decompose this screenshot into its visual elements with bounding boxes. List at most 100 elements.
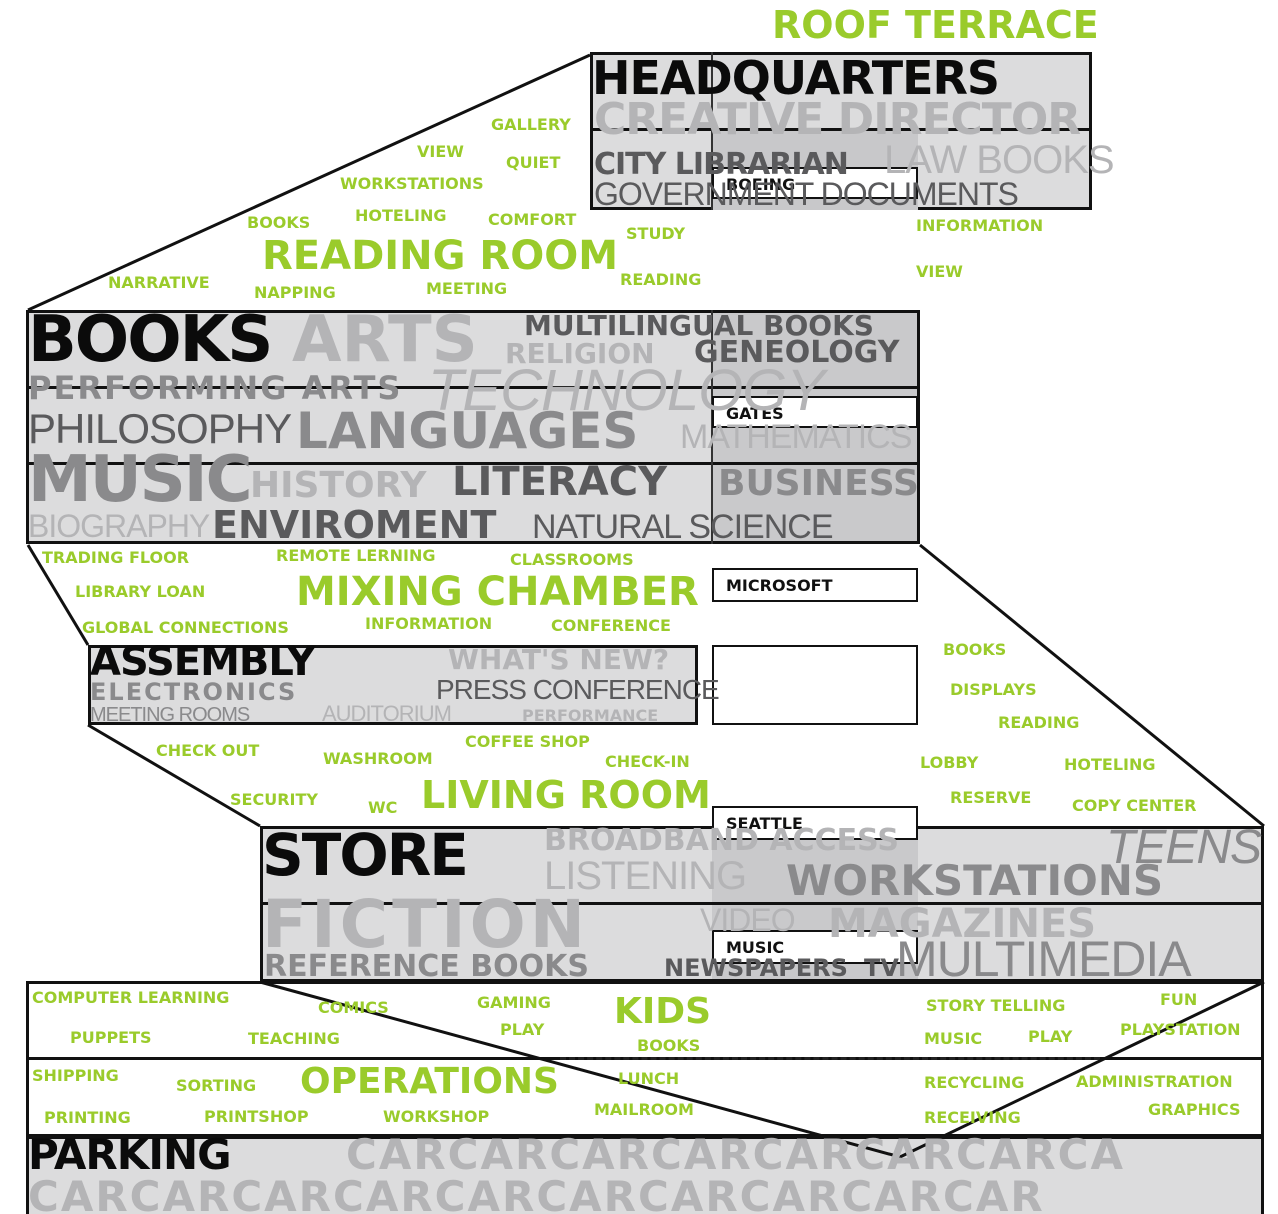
kids-word-0: COMPUTER LEARNING <box>32 988 230 1007</box>
ops-word-4: ADMINISTRATION <box>1076 1072 1233 1091</box>
zone-parking: PARKING <box>28 1130 232 1179</box>
label-seattle: SEATTLE <box>712 806 918 840</box>
ops-word-6: PRINTSHOP <box>204 1107 309 1126</box>
zone-reading-room: READING ROOM <box>262 233 619 279</box>
mix-word-0: TRADING FLOOR <box>42 548 190 567</box>
zone-headquarters: HEADQUARTERS <box>592 51 1000 105</box>
store-word-1: TEENS <box>1106 821 1262 874</box>
kids-word-9: MUSIC <box>924 1029 983 1048</box>
rr-word-6: COMFORT <box>488 210 577 229</box>
ops-word-8: MAILROOM <box>594 1100 694 1119</box>
assembly-word-5: PERFORMANCE <box>522 706 659 725</box>
living-word-9: SECURITY <box>230 790 318 809</box>
living-word-4: WASHROOM <box>323 749 433 768</box>
ops-word-1: SORTING <box>176 1076 257 1095</box>
living-word-0: BOOKS <box>943 640 1007 659</box>
kids-word-5: FUN <box>1160 990 1198 1009</box>
books-word-6: PHILOSOPHY <box>28 405 292 452</box>
rr-word-8: INFORMATION <box>916 216 1044 235</box>
books-word-5: TECHNOLOGY <box>428 358 825 423</box>
mix-word-5: INFORMATION <box>365 614 493 633</box>
books-divider-1 <box>26 386 920 389</box>
hq-word-2: LAW BOOKS <box>884 138 1115 182</box>
living-word-11: RESERVE <box>950 788 1032 807</box>
parking-word-1: CARCARCARCARCARCARCARCARCARCAR <box>28 1172 1045 1214</box>
rr-word-13: VIEW <box>916 262 963 281</box>
store-word-3: WORKSTATIONS <box>786 856 1164 905</box>
store-word-2: LISTENING <box>544 854 747 898</box>
rr-word-10: NAPPING <box>254 283 336 302</box>
assembly-word-1: ELECTRONICS <box>90 678 298 706</box>
living-word-12: COPY CENTER <box>1072 796 1197 815</box>
rr-word-5: HOTELING <box>355 206 447 225</box>
assembly-band <box>88 645 698 725</box>
books-word-4: PERFORMING ARTS <box>28 369 403 407</box>
kids-word-11: PLAYSTATION <box>1120 1020 1241 1039</box>
zone-living-room: LIVING ROOM <box>421 773 711 817</box>
mix-word-6: CONFERENCE <box>551 616 671 635</box>
zone-mixing-chamber: MIXING CHAMBER <box>296 569 699 615</box>
rr-word-12: READING <box>620 270 702 289</box>
rr-word-4: BOOKS <box>247 213 311 232</box>
books-word-14: ENVIROMENT <box>212 503 497 547</box>
living-word-6: CHECK-IN <box>605 752 690 771</box>
ops-word-5: PRINTING <box>44 1108 131 1127</box>
living-word-2: READING <box>998 713 1080 732</box>
books-word-1: MULTILINGUAL BOOKS <box>524 309 874 342</box>
assembly-word-4: AUDITORIUM <box>322 701 452 726</box>
zone-books: BOOKS <box>28 303 273 377</box>
books-divider-2 <box>26 462 920 465</box>
books-word-13: BIOGRAPHY <box>28 508 210 544</box>
store-word-6: MAGAZINES <box>828 901 1097 947</box>
label-music: MUSIC <box>712 930 918 964</box>
store-word-7: REFERENCE BOOKS <box>264 949 589 984</box>
books-word-9: MUSIC <box>28 443 253 517</box>
rr-word-0: GALLERY <box>491 115 571 134</box>
books-word-11: LITERACY <box>452 459 668 505</box>
living-word-3: CHECK OUT <box>156 741 260 760</box>
store-word-4: FICTION <box>262 886 589 963</box>
rr-word-9: NARRATIVE <box>108 273 210 292</box>
books-word-8: MATHEMATICS <box>680 418 912 456</box>
rr-word-11: MEETING <box>426 279 508 298</box>
hq-word-0: CREATIVE DIRECTOR <box>594 94 1081 145</box>
books-word-2: RELIGION <box>505 337 655 370</box>
books-word-0: ARTS <box>292 303 478 377</box>
ops-word-7: WORKSHOP <box>383 1107 490 1126</box>
mix-word-4: GLOBAL CONNECTIONS <box>82 618 289 637</box>
parking-word-0: CARCARCARCARCARCARCARCA <box>346 1130 1126 1179</box>
kids-dashed-line <box>560 1057 1100 1060</box>
label-microsoft: MICROSOFT <box>712 568 918 602</box>
books-word-10: HISTORY <box>250 465 427 506</box>
ops-word-2: LUNCH <box>618 1069 680 1088</box>
kids-word-10: PLAY <box>1028 1027 1073 1046</box>
rr-word-1: VIEW <box>417 142 464 161</box>
label-boeing: BOEING <box>712 167 918 199</box>
store-word-10: MULTIMEDIA <box>896 931 1192 987</box>
mix-word-2: CLASSROOMS <box>510 550 634 569</box>
rr-word-7: STUDY <box>626 224 686 243</box>
store-word-9: TV <box>864 954 899 982</box>
assembly-word-0: WHAT'S NEW? <box>448 643 670 676</box>
label-gates: GATES <box>712 396 918 428</box>
kids-word-3: PLAY <box>500 1020 545 1039</box>
zone-kids: KIDS <box>614 991 712 1032</box>
hq-divider <box>590 128 1092 131</box>
living-word-8: HOTELING <box>1064 755 1156 774</box>
living-word-10: WC <box>368 798 398 817</box>
living-word-5: COFFEE SHOP <box>465 732 590 751</box>
zone-assembly: ASSEMBLY <box>90 639 316 685</box>
core-line-hq <box>711 52 713 210</box>
books-word-7: LANGUAGES <box>296 402 639 460</box>
label-blank <box>712 645 918 725</box>
ops-word-9: RECEIVING <box>924 1108 1021 1127</box>
kids-word-7: TEACHING <box>248 1029 340 1048</box>
kids-word-4: STORY TELLING <box>926 996 1066 1015</box>
zone-operations: OPERATIONS <box>300 1061 559 1102</box>
zone-store: STORE <box>262 821 469 889</box>
zone-roof-terrace: ROOF TERRACE <box>772 3 1099 47</box>
mix-word-3: LIBRARY LOAN <box>75 582 206 601</box>
ops-word-0: SHIPPING <box>32 1066 119 1085</box>
